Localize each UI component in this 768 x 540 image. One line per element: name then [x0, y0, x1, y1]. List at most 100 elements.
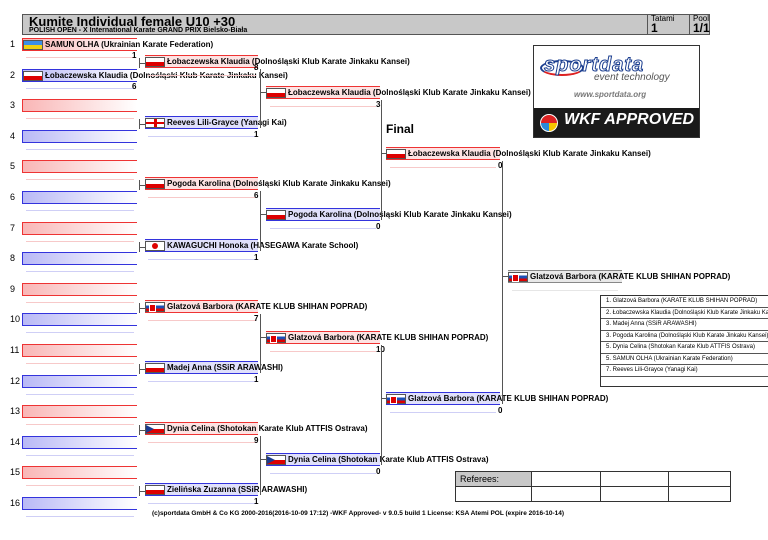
empty-slot[interactable]: [22, 497, 137, 510]
match-score: 1: [254, 130, 259, 139]
bracket-line: [260, 69, 261, 128]
divider: [148, 503, 256, 504]
seed-number: 15: [10, 467, 21, 477]
empty-slot[interactable]: [22, 160, 137, 173]
bracket-line: [260, 92, 266, 93]
divider: [148, 136, 256, 137]
bracket-line: [260, 191, 261, 251]
bracket-line: [139, 491, 145, 492]
competitor-slot[interactable]: Łobaczewska Klaudia (Dolnośląski Klub Ka…: [266, 86, 531, 99]
empty-slot[interactable]: [22, 130, 137, 143]
divider: [148, 197, 256, 198]
competitor-slot[interactable]: Dynia Celina (Shotokan Karate Klub ATTFI…: [266, 453, 488, 466]
match-score: 0: [498, 406, 503, 415]
competitor-name: Łobaczewska Klaudia (Dolnośląski Klub Ka…: [288, 88, 531, 97]
flag-pl-icon: [145, 363, 165, 373]
divider: [270, 106, 376, 107]
empty-slot[interactable]: [22, 222, 137, 235]
match-score: 3: [376, 100, 381, 109]
seed-number: 9: [10, 284, 16, 294]
logo-top: sportdata event technology www.sportdata…: [534, 46, 699, 108]
finalist-slot[interactable]: Łobaczewska Klaudia (Dolnośląski Klub Ka…: [386, 147, 651, 160]
divider: [390, 167, 496, 168]
seed-number: 2: [10, 70, 16, 80]
empty-slot[interactable]: [22, 405, 137, 418]
wkf-badge: WKF APPROVED: [534, 108, 699, 137]
flag-pl-icon: [23, 71, 43, 81]
match-score: 0: [376, 467, 381, 476]
header-bar: Kumite Individual female U10 +30 POLISH …: [22, 14, 710, 35]
empty-slot[interactable]: [22, 436, 137, 449]
bracket-line: [139, 369, 145, 370]
competitor-slot[interactable]: KAWAGUCHI Honoka (HASEGAWA Karate School…: [145, 239, 358, 252]
empty-slot[interactable]: [22, 252, 137, 265]
competitor-slot[interactable]: Pogoda Karolina (Dolnośląski Klub Karate…: [145, 177, 391, 190]
match-score: 1: [254, 375, 259, 384]
divider: [26, 241, 134, 242]
competitor-slot[interactable]: Madej Anna (SSiR ARAWASHI): [145, 361, 283, 374]
flag-pl-icon: [145, 485, 165, 495]
divider: [26, 57, 134, 58]
bracket-line: [381, 100, 382, 220]
divider: [26, 363, 134, 364]
empty-slot[interactable]: [22, 313, 137, 326]
competitor-name: Glatzová Barbora (KARATE KLUB SHIHAN POP…: [530, 272, 731, 281]
divider: [26, 302, 134, 303]
bracket-line: [381, 153, 386, 154]
ranking-row: 1. Glatzová Barbora (KARATE KLUB SHIHAN …: [601, 296, 768, 308]
empty-slot[interactable]: [22, 191, 137, 204]
logo-brand: sportdata: [543, 54, 645, 77]
competitor-slot[interactable]: Pogoda Karolina (Dolnośląski Klub Karate…: [266, 208, 512, 221]
referees-label: Referees:: [456, 472, 532, 487]
seed-number: 7: [10, 223, 16, 233]
divider: [148, 381, 256, 382]
seed-number: 3: [10, 100, 16, 110]
competitor-slot[interactable]: Zielińska Zuzanna (SSiR ARAWASHI): [145, 483, 307, 496]
flag-jp-icon: [145, 241, 165, 251]
competitor-name: Glatzová Barbora (KARATE KLUB SHIHAN POP…: [288, 333, 489, 342]
empty-slot[interactable]: [22, 283, 137, 296]
seed-number: 12: [10, 376, 21, 386]
bracket-line: [260, 436, 261, 495]
referee-cell: [669, 487, 731, 501]
flag-sk-icon: [266, 333, 286, 343]
flag-ua-icon: [23, 40, 43, 50]
divider: [148, 320, 256, 321]
competitor-slot[interactable]: Dynia Celina (Shotokan Karate Klub ATTFI…: [145, 422, 367, 435]
competitor-slot[interactable]: Reeves Lili-Grayce (Yanagi Kai): [145, 116, 287, 129]
empty-slot[interactable]: [22, 466, 137, 479]
seed-number: 6: [10, 192, 16, 202]
divider: [26, 118, 134, 119]
bracket-line: [502, 276, 508, 277]
final-label: Final: [386, 122, 415, 136]
competitor-slot[interactable]: Glatzová Barbora (KARATE KLUB SHIHAN POP…: [266, 331, 488, 344]
competitor-slot[interactable]: Łobaczewska Klaudia (Dolnośląski Klub Ka…: [22, 69, 288, 82]
referee-cell: [532, 472, 601, 487]
bracket-line: [260, 214, 266, 215]
referee-cell: [456, 487, 532, 501]
event-subtitle: POLISH OPEN - X International Karate GRA…: [29, 27, 248, 34]
competitor-slot[interactable]: SAMUN OLHA (Ukrainian Karate Federation): [22, 38, 213, 51]
flag-pl-icon: [266, 210, 286, 220]
empty-slot[interactable]: [22, 99, 137, 112]
empty-slot[interactable]: [22, 344, 137, 357]
referee-cell: [669, 472, 731, 487]
finalist-slot[interactable]: Glatzová Barbora (KARATE KLUB SHIHAN POP…: [386, 392, 608, 405]
bracket-line: [139, 124, 145, 125]
competitor-slot[interactable]: Glatzová Barbora (KARATE KLUB SHIHAN POP…: [145, 300, 367, 313]
ranking-row: 5. SAMUN OLHA (Ukrainian Karate Federati…: [601, 354, 768, 365]
divider: [26, 455, 134, 456]
category-title: Kumite Individual female U10 +30: [29, 14, 236, 29]
bracket-line: [139, 430, 145, 431]
match-score: 6: [132, 82, 137, 91]
competitor-name: Łobaczewska Klaudia (Dolnośląski Klub Ka…: [167, 57, 410, 66]
referee-cell: [532, 487, 601, 501]
match-score: 10: [376, 345, 385, 354]
winner-slot[interactable]: Glatzová Barbora (KARATE KLUB SHIHAN POP…: [508, 270, 730, 283]
sportdata-logo: sportdata event technology www.sportdata…: [533, 45, 700, 138]
flag-gb-icon: [145, 118, 165, 128]
match-score: 7: [254, 314, 259, 323]
divider: [270, 473, 376, 474]
competitor-slot[interactable]: Łobaczewska Klaudia (Dolnośląski Klub Ka…: [145, 55, 410, 68]
empty-slot[interactable]: [22, 375, 137, 388]
